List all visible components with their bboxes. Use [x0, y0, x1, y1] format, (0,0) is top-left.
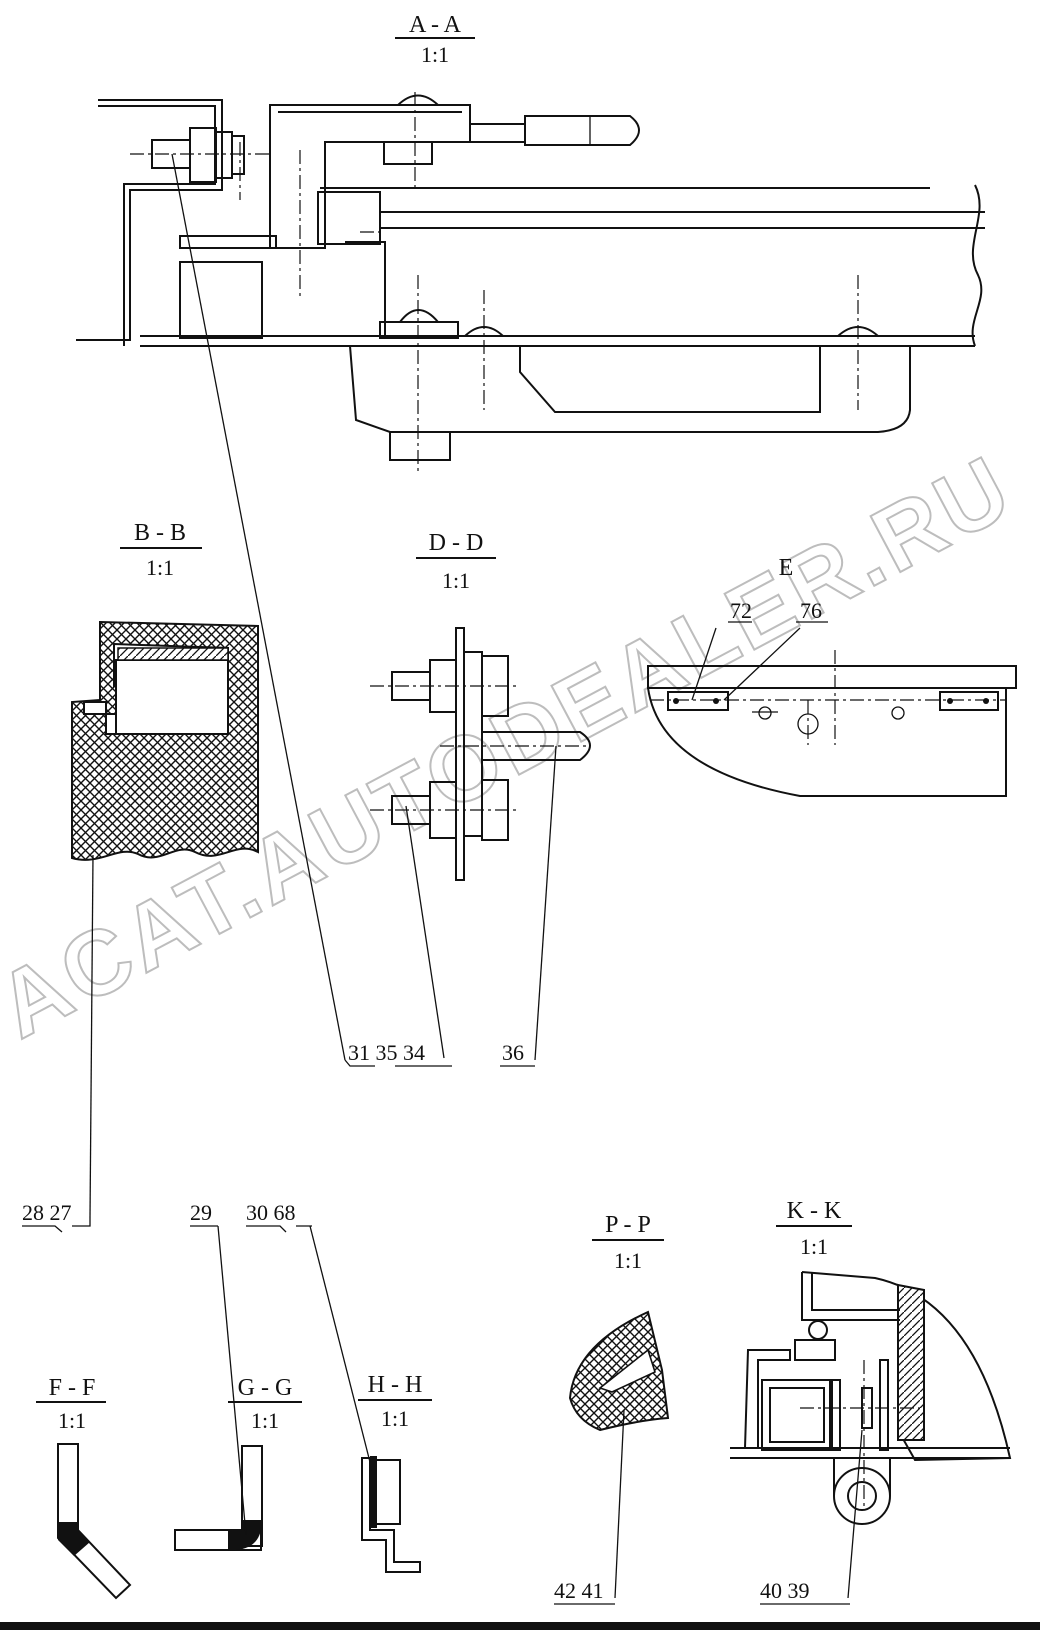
section-pp-scale: 1:1 [614, 1248, 642, 1273]
section-dd-scale: 1:1 [442, 568, 470, 593]
section-hh-title: H - H [368, 1372, 423, 1398]
section-aa-title: A - A [409, 12, 462, 38]
view-e-title: E [779, 555, 794, 581]
section-hh-scale: 1:1 [381, 1406, 409, 1431]
section-ff-title: F - F [49, 1375, 96, 1401]
section-aa-scale: 1:1 [421, 42, 449, 67]
section-pp: P - P 1:1 [568, 1212, 670, 1432]
section-gg-title: G - G [238, 1375, 293, 1401]
section-hh: H - H 1:1 [358, 1372, 432, 1573]
callout-29: 29 [190, 1200, 212, 1225]
callout-31-35-34: 31 35 34 [348, 1040, 425, 1065]
callout-76: 76 [800, 598, 822, 623]
callout-72: 72 [730, 598, 752, 623]
section-gg: G - G 1:1 [174, 1375, 302, 1551]
callout-40-39: 40 39 [760, 1578, 810, 1603]
leader-lines [22, 153, 863, 1605]
section-gg-scale: 1:1 [251, 1408, 279, 1433]
section-kk-scale: 1:1 [800, 1234, 828, 1259]
view-e: E [647, 555, 1017, 797]
callout-36: 36 [502, 1040, 524, 1065]
section-ff: F - F 1:1 [36, 1375, 132, 1600]
section-aa: A - A 1:1 [76, 12, 985, 475]
section-dd-title: D - D [429, 530, 484, 556]
section-kk: K - K 1:1 [730, 1198, 1012, 1525]
section-bb: B - B 1:1 [71, 520, 259, 861]
callout-30-68: 30 68 [246, 1200, 296, 1225]
section-kk-title: K - K [787, 1198, 842, 1224]
callouts: 31 35 34 36 72 76 28 27 29 30 68 42 41 4… [22, 598, 822, 1603]
section-bb-scale: 1:1 [146, 555, 174, 580]
section-bb-title: B - B [134, 520, 186, 546]
callout-42-41: 42 41 [554, 1578, 604, 1603]
section-dd: D - D 1:1 [370, 530, 591, 881]
callout-28-27: 28 27 [22, 1200, 72, 1225]
section-pp-title: P - P [605, 1212, 651, 1238]
section-ff-scale: 1:1 [58, 1408, 86, 1433]
bottom-border [0, 1622, 1040, 1630]
